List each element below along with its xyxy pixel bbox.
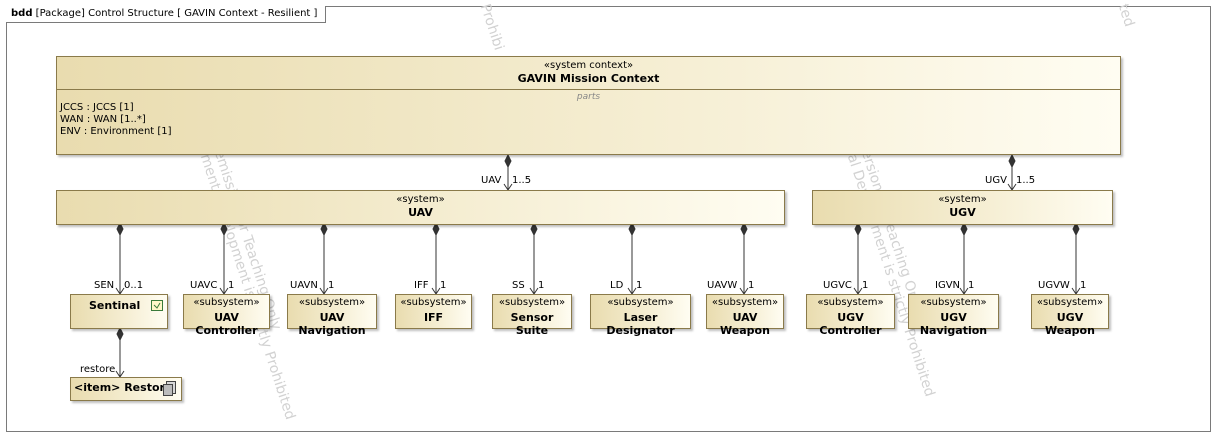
frame-kind: bdd [11, 8, 33, 19]
mult-uavn: 1 [328, 280, 335, 291]
diamond-uavc [220, 221, 228, 237]
diamond-igvn [960, 221, 968, 237]
part-block-uav-navigation[interactable]: «subsystem» UAV Navigation [287, 294, 377, 337]
role-sen: SEN [94, 280, 115, 291]
role-uavn: UAVN [290, 280, 318, 291]
mult-ugvw: 1 [1080, 280, 1087, 291]
diamond-uavw [740, 221, 748, 237]
context-divider [57, 89, 1120, 90]
parts-list: JCCS : JCCS [1] WAN : WAN [1..*] ENV : E… [60, 102, 172, 138]
mult-iff: 1 [440, 280, 447, 291]
diamond-ss [530, 221, 538, 237]
package-icon [151, 300, 163, 311]
mult-ugvc: 1 [862, 280, 869, 291]
mult-uavc: 1 [228, 280, 235, 291]
mult-ld: 1 [636, 280, 643, 291]
diamond-context-ugv [1008, 153, 1016, 169]
mult-igvn: 1 [968, 280, 975, 291]
item-block-restore[interactable]: <item> Restore [70, 377, 182, 401]
diamond-ugvc [854, 221, 862, 237]
system-block-uav[interactable]: «system» UAV [56, 190, 785, 225]
parts-compartment-title: parts [576, 92, 601, 102]
mult-uavw: 1 [748, 280, 755, 291]
part-jccs: JCCS : JCCS [1] [60, 102, 134, 113]
context-block[interactable]: «system context» GAVIN Mission Context p… [56, 56, 1121, 155]
role-restore: restore [80, 364, 116, 375]
role-ld: LD [610, 280, 624, 291]
frame-tab: bdd [Package] Control Structure [ GAVIN … [6, 6, 327, 23]
role-ss: SS [512, 280, 525, 291]
diamond-iff [432, 221, 440, 237]
ugv-name: UGV [949, 206, 976, 219]
part-block-uav-controller[interactable]: «subsystem» UAV Controller [183, 294, 270, 337]
part-block-sentinal[interactable]: Sentinal [70, 294, 168, 329]
part-block-laser-designator[interactable]: «subsystem» Laser Designator [590, 294, 691, 337]
part-block-sensor-suite[interactable]: «subsystem» Sensor Suite [492, 294, 572, 337]
item-flow-icon [163, 381, 176, 396]
mult-sen: 0..1 [124, 280, 144, 291]
diamond-context-uav [504, 153, 512, 169]
role-ugvc: UGVC [823, 280, 852, 291]
part-block-iff[interactable]: «subsystem» IFF [395, 294, 472, 329]
diamond-restore [116, 326, 124, 342]
diamond-ugvw [1072, 221, 1080, 237]
mult-uav: 1..5 [512, 175, 532, 186]
role-iff: IFF [414, 280, 429, 291]
role-uavw: UAVW [707, 280, 738, 291]
diamond-uavn [320, 221, 328, 237]
context-name: GAVIN Mission Context [517, 72, 660, 85]
role-uav: UAV [481, 175, 502, 186]
context-stereotype: «system context» [543, 60, 634, 71]
mult-ugv: 1..5 [1016, 175, 1036, 186]
ugv-stereotype: «system» [938, 194, 987, 205]
role-uavc: UAVC [190, 280, 218, 291]
system-block-ugv[interactable]: «system» UGV [812, 190, 1113, 225]
part-wan: WAN : WAN [1..*] [60, 114, 146, 125]
uav-name: UAV [408, 206, 433, 219]
role-ugv: UGV [985, 175, 1007, 186]
uav-stereotype: «system» [396, 194, 445, 205]
frame-label: [Package] Control Structure [ GAVIN Cont… [35, 8, 318, 19]
part-block-ugv-controller[interactable]: «subsystem» UGV Controller [806, 294, 895, 337]
part-env: ENV : Environment [1] [60, 126, 172, 137]
part-block-ugv-navigation[interactable]: «subsystem» UGV Navigation [908, 294, 999, 337]
role-ugvw: UGVW [1038, 280, 1070, 291]
item-restore-name: <item> Restore [74, 381, 173, 394]
part-block-ugv-weapon[interactable]: «subsystem» UGV Weapon [1031, 294, 1109, 337]
mult-ss: 1 [538, 280, 545, 291]
diamond-sen [116, 221, 124, 237]
sentinal-name: Sentinal [89, 299, 141, 312]
diamond-ld [628, 221, 636, 237]
role-igvn: IGVN [935, 280, 961, 291]
part-block-uav-weapon[interactable]: «subsystem» UAV Weapon [706, 294, 784, 337]
